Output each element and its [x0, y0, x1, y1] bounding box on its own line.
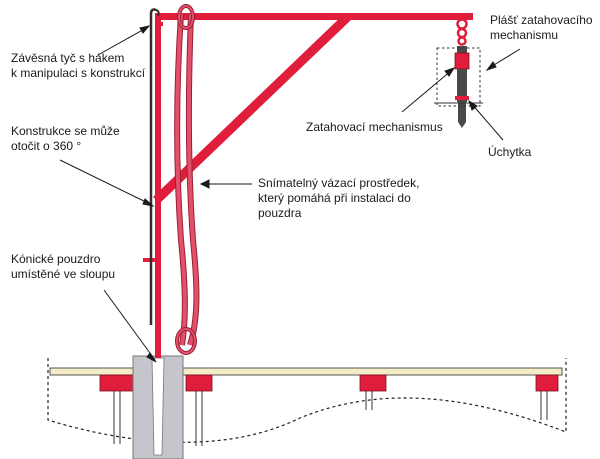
label-sling-line1: Snímatelný vázací prostředek,	[258, 176, 420, 190]
grip-band	[455, 96, 469, 100]
label-grip-text: Úchytka	[488, 145, 532, 159]
mechanism-housing	[436, 47, 481, 107]
retractable-mechanism	[434, 18, 483, 128]
deck-brackets	[99, 374, 559, 392]
sling	[174, 4, 200, 355]
davit-frame	[143, 13, 473, 358]
label-sling-line3: pouzdra	[258, 206, 302, 220]
label-sling: Snímatelný vázací prostředek, který pomá…	[258, 176, 419, 221]
label-sling-line2: který pomáhá při instalaci do	[258, 191, 411, 205]
deck-plank	[49, 367, 563, 376]
label-housing-line2: mechanismu	[490, 28, 559, 42]
label-mechanism: Zatahovací mechanismus	[306, 120, 443, 135]
deck-supports	[113, 390, 548, 446]
label-housing: Plášť zatahovacího mechanismu	[490, 13, 593, 43]
mechanism-body	[454, 52, 470, 70]
label-hook-rod: Závěsná tyč s hákem k manipulaci s konst…	[11, 51, 145, 81]
label-rotation-line1: Konstrukce se může	[11, 124, 120, 138]
label-socket: Kónické pouzdro umístěné ve sloupu	[11, 252, 115, 282]
label-grip: Úchytka	[488, 145, 531, 160]
label-rotation: Konstrukce se může otočit o 360 °	[11, 124, 120, 154]
label-housing-line1: Plášť zatahovacího	[490, 13, 593, 27]
label-rotation-line2: otočit o 360 °	[11, 139, 82, 153]
label-socket-line1: Kónické pouzdro	[11, 252, 101, 266]
leader-lines	[59, 25, 521, 363]
label-mechanism-text: Zatahovací mechanismus	[306, 120, 443, 134]
label-hook-rod-line1: Závěsná tyč s hákem	[11, 51, 125, 65]
ground-outline	[47, 358, 567, 443]
label-socket-line2: umístěné ve sloupu	[11, 267, 116, 281]
hook-tip	[155, 9, 160, 17]
label-hook-rod-line2: k manipulaci s konstrukcí	[11, 66, 146, 80]
socket-cone	[151, 357, 165, 456]
hook-rod	[149, 8, 157, 325]
